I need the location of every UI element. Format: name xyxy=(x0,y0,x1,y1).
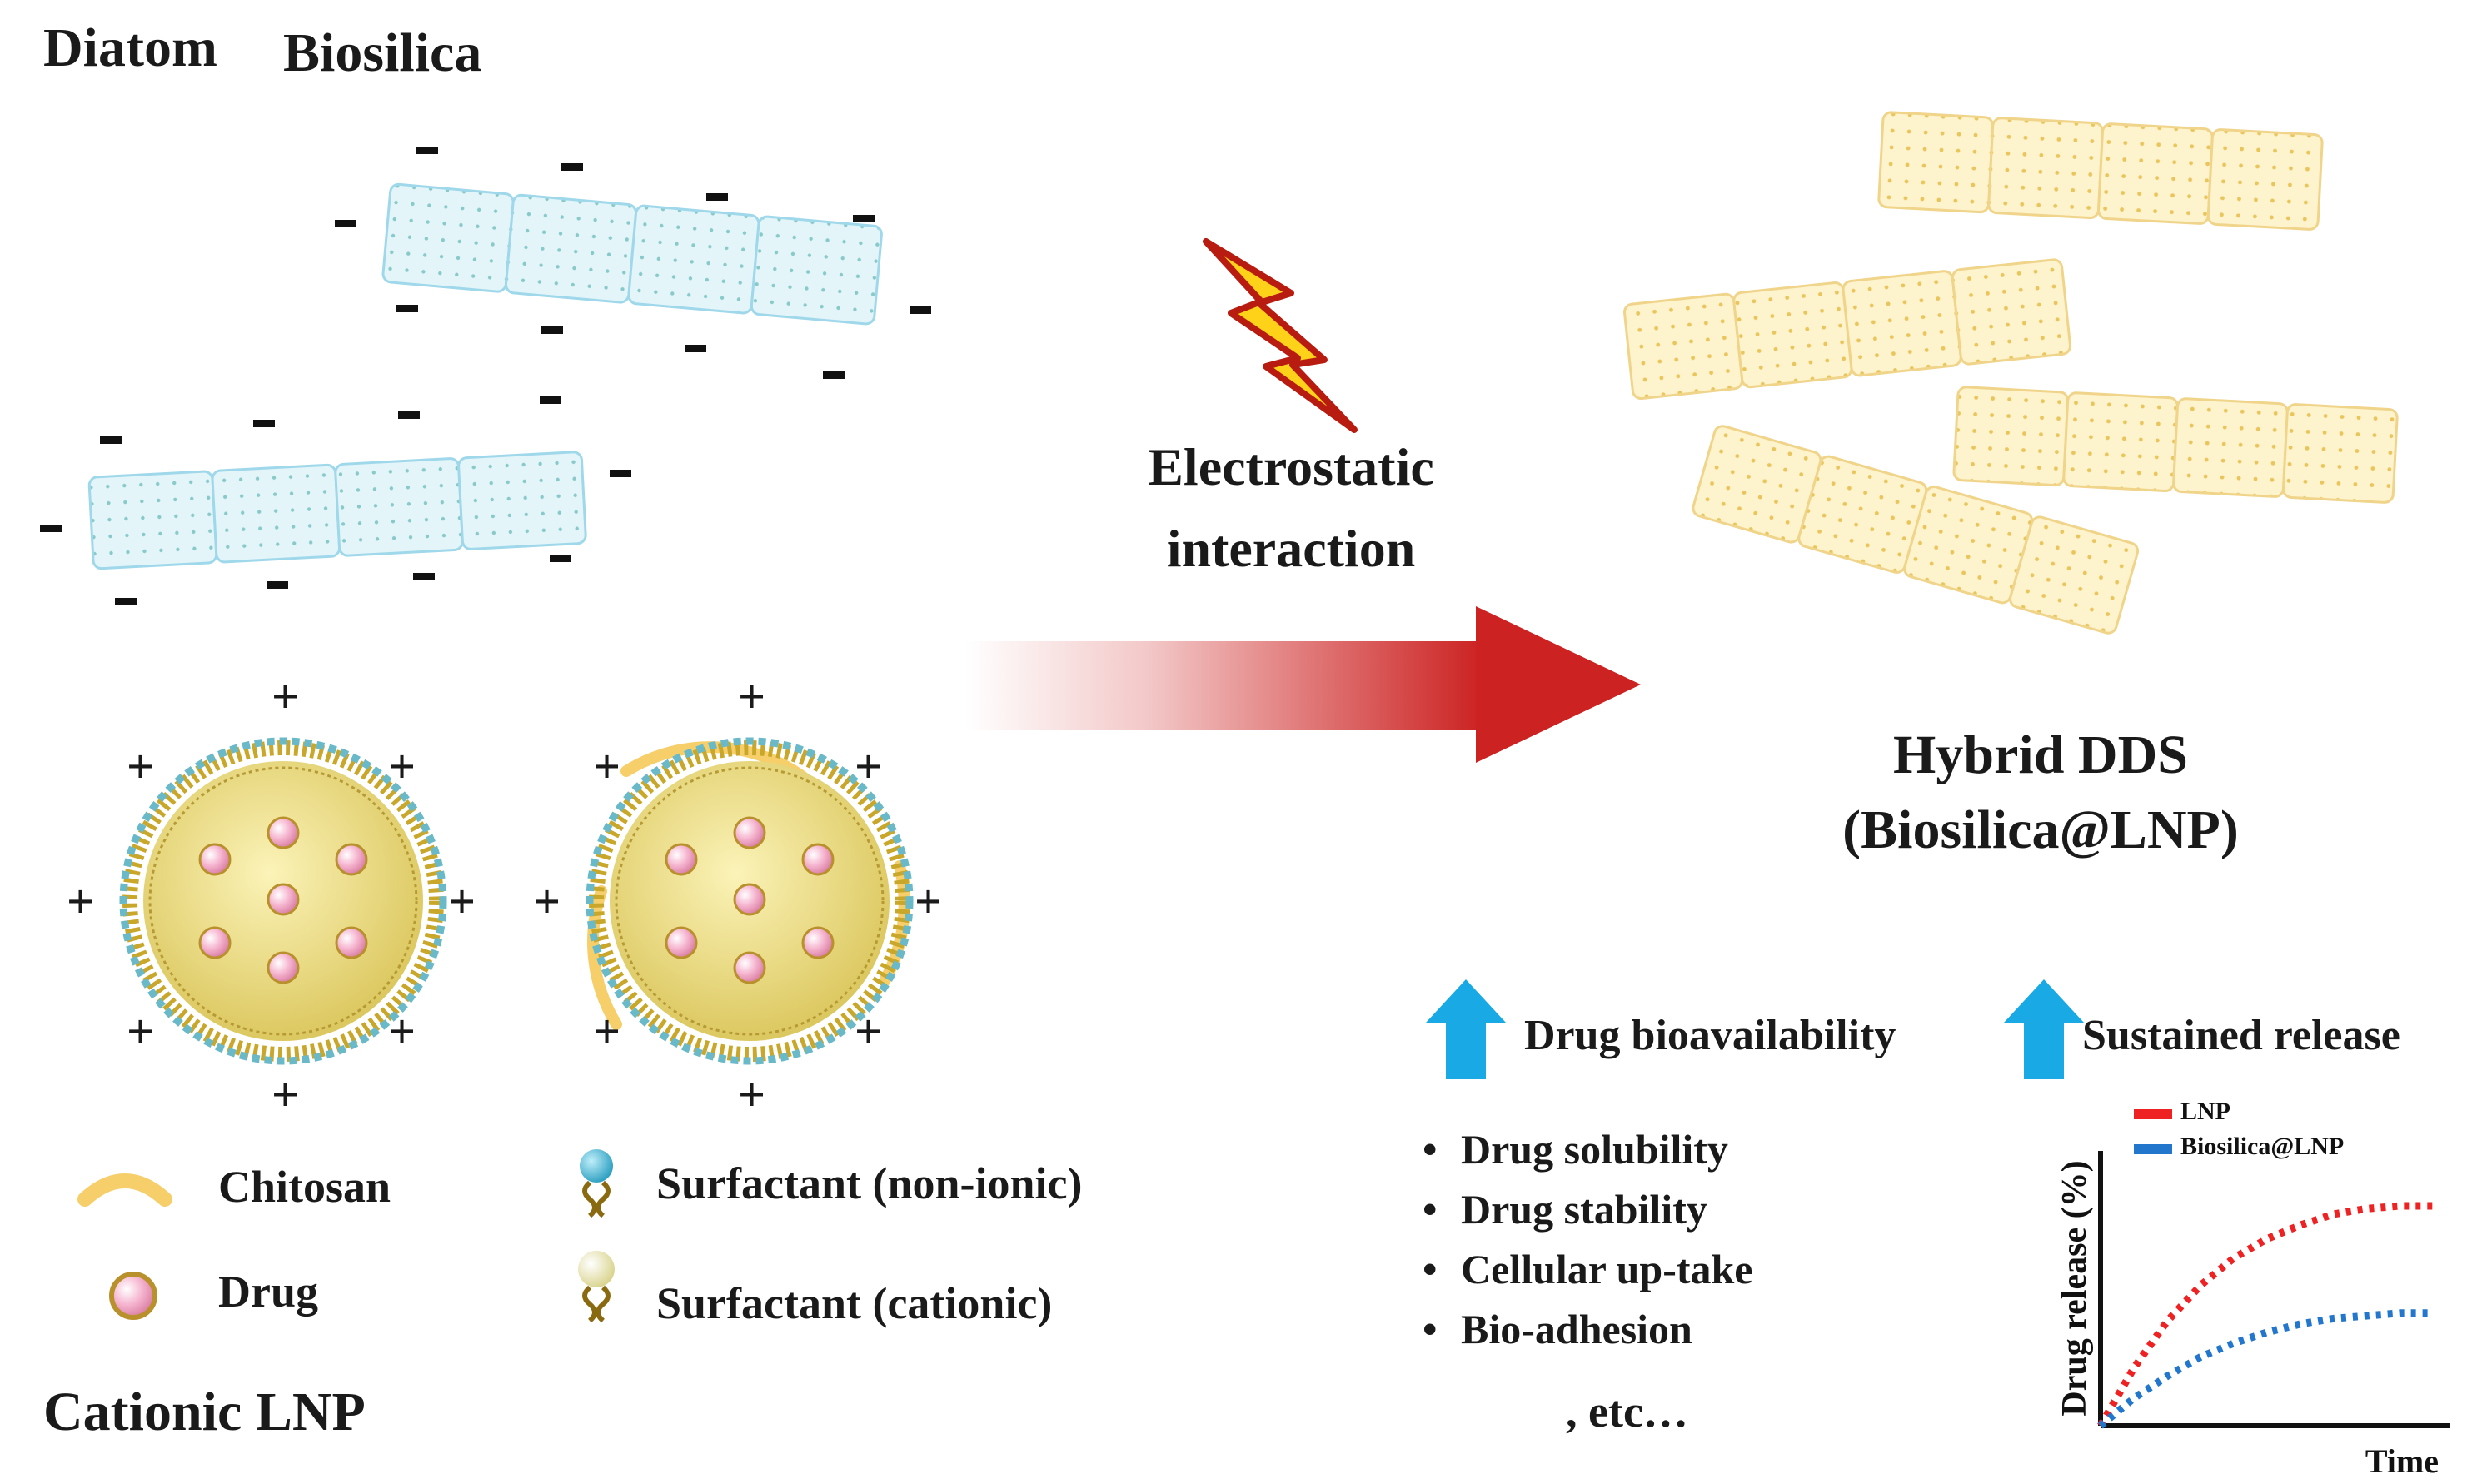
positive-charge: + xyxy=(533,874,561,929)
series-line-0 xyxy=(2097,1202,2434,1428)
drug-icon xyxy=(109,1272,157,1320)
legend-label-0: LNP xyxy=(2180,1098,2230,1125)
benefit-item: •Drug stability xyxy=(1423,1186,1707,1233)
benefit-list: •Drug solubility •Drug stability •Cellul… xyxy=(1423,1119,1753,1359)
legend-label-1: Biosilica@LNP xyxy=(2180,1133,2344,1160)
legend-surfactant-nonionic: Surfactant (non-ionic) xyxy=(656,1158,1083,1208)
hybrid-line-2: (Biosilica@LNP) xyxy=(1842,799,2239,860)
positive-charge: + xyxy=(855,740,883,794)
benefit-item-label: Drug solubility xyxy=(1461,1126,1728,1173)
positive-charge: + xyxy=(915,874,943,929)
reaction-arrow xyxy=(966,606,1641,763)
biosilica-label: Biosilica xyxy=(283,22,482,83)
release-chart: Time Drug release (%) LNP Biosilica@LNP xyxy=(2056,1098,2450,1480)
hybrid-chain-4 xyxy=(1692,425,2140,635)
benefit-item-label: Drug stability xyxy=(1461,1186,1707,1233)
positive-charge: + xyxy=(388,740,416,794)
legend-swatch-0 xyxy=(2134,1109,2172,1119)
up-arrow-icon xyxy=(2004,979,2084,1079)
sustained-release-label: Sustained release xyxy=(2082,1012,2400,1059)
chitosan-icon xyxy=(77,1173,172,1207)
drug-bioavailability-label: Drug bioavailability xyxy=(1524,1012,1896,1059)
y-axis-label: Drug release (%) xyxy=(2056,1160,2094,1416)
hybrid-line-1: Hybrid DDS xyxy=(1893,725,2188,785)
etc-label: , etc… xyxy=(1566,1387,1688,1437)
legend-swatch-1 xyxy=(2134,1144,2172,1154)
positive-charge: + xyxy=(448,874,476,929)
electrostatic-line-2: interaction xyxy=(1166,519,1416,578)
positive-charge: + xyxy=(127,740,155,794)
benefit-item: •Cellular up-take xyxy=(1423,1246,1753,1292)
hybrid-chain-1 xyxy=(1877,111,2324,231)
positive-charge: + xyxy=(738,1068,766,1122)
benefit-item: •Bio-adhesion xyxy=(1423,1306,1692,1352)
positive-charge: + xyxy=(127,1004,155,1058)
electrostatic-line-1: Electrostatic xyxy=(1148,437,1434,496)
legend-chitosan: Chitosan xyxy=(218,1162,391,1212)
positive-charge: + xyxy=(388,1004,416,1058)
benefit-item-label: Cellular up-take xyxy=(1461,1246,1753,1292)
cationic-lnp-label: Cationic LNP xyxy=(43,1382,366,1442)
negative-charges xyxy=(40,147,931,605)
surfactant-cationic-icon xyxy=(578,1251,615,1323)
positive-charge: + xyxy=(593,1004,621,1058)
positive-charge: + xyxy=(738,670,766,724)
hybrid-chain-2 xyxy=(1622,258,2072,401)
positive-charge: + xyxy=(855,1004,883,1058)
benefit-item: •Drug solubility xyxy=(1423,1126,1728,1173)
hybrid-dds-label: Hybrid DDS (Biosilica@LNP) xyxy=(1749,718,2332,868)
positive-charge: + xyxy=(593,740,621,794)
diatom-label: Diatom xyxy=(43,17,217,78)
series-line-1 xyxy=(2098,1309,2434,1429)
electrostatic-label: Electrostatic interaction xyxy=(1066,426,1516,590)
diatom-chain-lower xyxy=(87,451,587,570)
legend-drug: Drug xyxy=(218,1267,318,1317)
diatom-chain-upper xyxy=(381,182,883,326)
lnp-chitosan-coated xyxy=(119,737,447,1065)
up-arrow-icon xyxy=(1426,979,1506,1079)
positive-charge: + xyxy=(67,874,95,929)
lnp-cationic-surfactant xyxy=(586,737,914,1065)
x-axis-label: Time xyxy=(2365,1442,2439,1480)
surfactant-nonionic-icon xyxy=(580,1149,613,1218)
lightning-icon xyxy=(1203,238,1358,433)
positive-charge: + xyxy=(272,670,300,724)
positive-charge: + xyxy=(272,1068,300,1122)
hybrid-chain-3 xyxy=(1952,386,2399,504)
legend-surfactant-cationic: Surfactant (cationic) xyxy=(656,1278,1053,1328)
benefit-item-label: Bio-adhesion xyxy=(1461,1306,1692,1352)
